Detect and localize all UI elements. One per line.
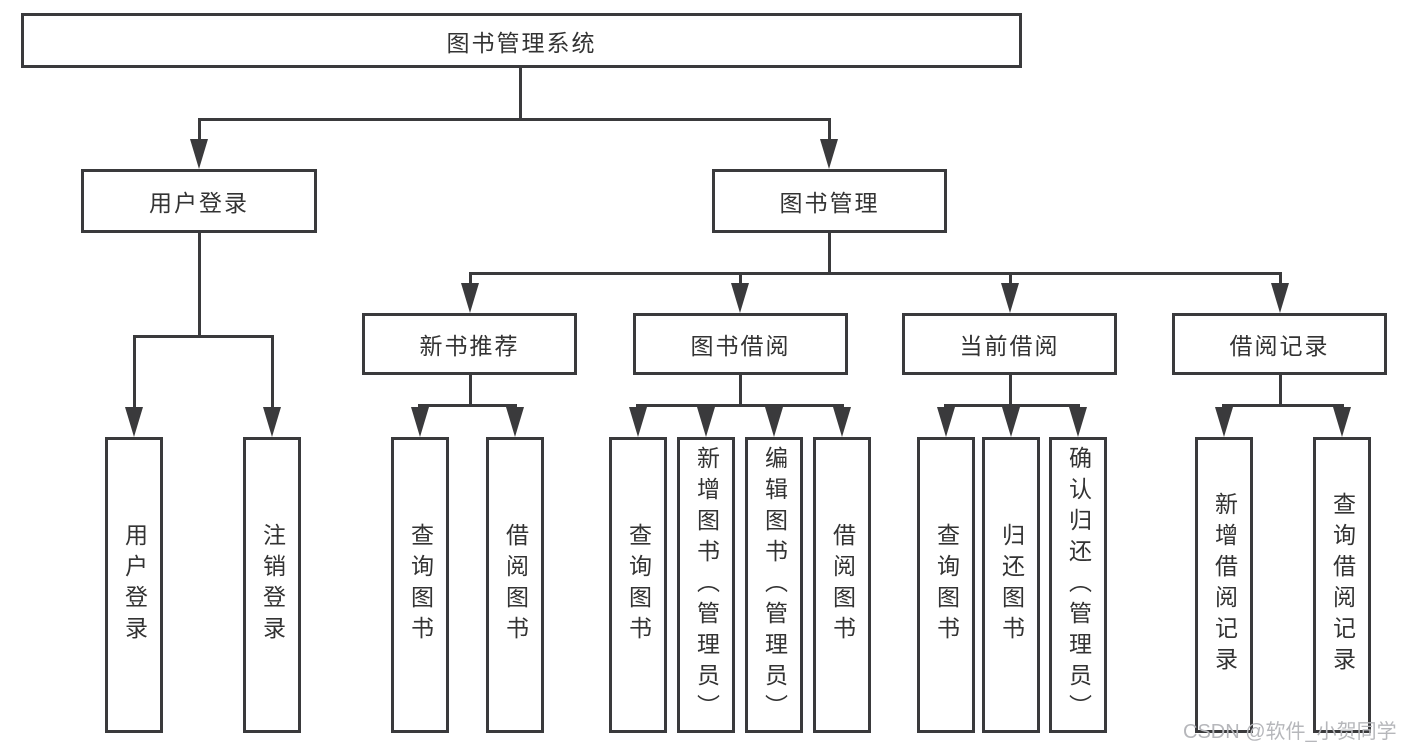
leaf-query-borrow-record: 查询借阅记录 [1313, 437, 1371, 733]
connector-line [198, 118, 201, 143]
arrow-down-icon [697, 407, 715, 437]
connector-line [1009, 375, 1012, 407]
csdn-watermark: CSDN @软件_小贺同学 [1183, 721, 1397, 743]
leaf-query-books-recommend: 查询图书 [391, 437, 449, 733]
node-borrowing-records: 借阅记录 [1172, 313, 1387, 375]
connector-line [944, 404, 1080, 407]
node-library-system-label: 图书管理系统 [446, 29, 597, 56]
leaf-user-login: 用户登录 [105, 437, 163, 733]
connector-line [1222, 404, 1344, 407]
node-book-borrowing-label: 图书借阅 [690, 333, 791, 359]
connector-line [133, 335, 136, 411]
leaf-add-borrow-record: 新增借阅记录 [1195, 437, 1253, 733]
arrow-down-icon [1002, 407, 1020, 437]
arrow-down-icon [731, 283, 749, 313]
connector-line [519, 68, 522, 120]
leaf-query-books-borrow: 查询图书 [609, 437, 667, 733]
arrow-down-icon [1001, 283, 1019, 313]
node-library-system: 图书管理系统 [21, 13, 1022, 68]
connector-line [469, 375, 472, 407]
arrow-down-icon [1069, 407, 1087, 437]
node-book-management-label: 图书管理 [779, 190, 880, 216]
connector-line [1009, 272, 1012, 287]
arrow-down-icon [461, 283, 479, 313]
arrow-down-icon [833, 407, 851, 437]
connector-line [828, 118, 831, 143]
leaf-confirm-return-admin-label: 确认归还（管理员） [1065, 445, 1092, 725]
leaf-query-books-borrow-label: 查询图书 [625, 523, 652, 647]
connector-line [198, 233, 201, 337]
node-user-login-label: 用户登录 [149, 190, 249, 216]
connector-line [271, 335, 274, 411]
arrow-down-icon [765, 407, 783, 437]
leaf-edit-books-admin: 编辑图书（管理员） [745, 437, 803, 733]
node-new-book-recommendation: 新书推荐 [362, 313, 577, 375]
arrow-down-icon [629, 407, 647, 437]
arrow-down-icon [263, 407, 281, 437]
leaf-query-books-current: 查询图书 [917, 437, 975, 733]
arrow-down-icon [1333, 407, 1351, 437]
leaf-confirm-return-admin: 确认归还（管理员） [1049, 437, 1107, 733]
arrow-down-icon [1271, 283, 1289, 313]
connector-line [1279, 272, 1282, 287]
arrow-down-icon [190, 139, 208, 169]
leaf-logout-label: 注销登录 [259, 523, 286, 647]
arrow-down-icon [1215, 407, 1233, 437]
connector-line [636, 404, 844, 407]
arrow-down-icon [820, 139, 838, 169]
arrow-down-icon [125, 407, 143, 437]
leaf-borrow-books: 借阅图书 [813, 437, 871, 733]
node-book-management: 图书管理 [712, 169, 947, 233]
leaf-borrow-books-label: 借阅图书 [829, 523, 856, 647]
leaf-logout: 注销登录 [243, 437, 301, 733]
leaf-borrow-books-recommend: 借阅图书 [486, 437, 544, 733]
connector-line [133, 335, 274, 338]
arrow-down-icon [506, 407, 524, 437]
leaf-return-books: 归还图书 [982, 437, 1040, 733]
connector-line [418, 404, 517, 407]
leaf-add-borrow-record-label: 新增借阅记录 [1211, 492, 1238, 678]
arrow-down-icon [411, 407, 429, 437]
connector-line [469, 272, 1282, 275]
leaf-query-borrow-record-label: 查询借阅记录 [1329, 492, 1356, 678]
connector-line [828, 233, 831, 275]
node-borrowing-records-label: 借阅记录 [1229, 333, 1330, 359]
connector-line [198, 118, 831, 121]
leaf-return-books-label: 归还图书 [998, 523, 1025, 647]
leaf-borrow-books-recommend-label: 借阅图书 [502, 523, 529, 647]
connector-line [1279, 375, 1282, 407]
leaf-add-books-admin: 新增图书（管理员） [677, 437, 735, 733]
arrow-down-icon [937, 407, 955, 437]
connector-line [739, 272, 742, 287]
connector-line [739, 375, 742, 407]
leaf-query-books-recommend-label: 查询图书 [407, 523, 434, 647]
node-new-book-recommendation-label: 新书推荐 [419, 333, 520, 359]
leaf-edit-books-admin-label: 编辑图书（管理员） [761, 445, 788, 725]
connector-line [469, 272, 472, 287]
node-current-borrowing-label: 当前借阅 [959, 333, 1060, 359]
node-user-login: 用户登录 [81, 169, 317, 233]
node-current-borrowing: 当前借阅 [902, 313, 1117, 375]
leaf-query-books-current-label: 查询图书 [933, 523, 960, 647]
node-book-borrowing: 图书借阅 [633, 313, 848, 375]
leaf-add-books-admin-label: 新增图书（管理员） [693, 445, 720, 725]
leaf-user-login-label: 用户登录 [121, 523, 148, 647]
